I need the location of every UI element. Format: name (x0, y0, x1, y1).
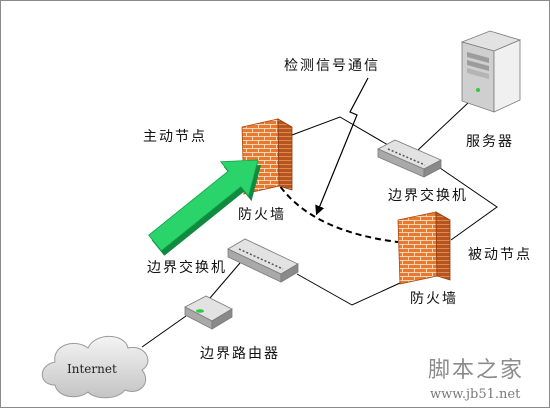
server-icon (460, 30, 522, 113)
switch-top-label: 边界交换机 (388, 187, 468, 204)
switch-top-icon (377, 139, 442, 178)
internet-label: Internet (67, 362, 117, 376)
firewall-passive-icon (397, 211, 451, 285)
cloud-icon (41, 335, 149, 399)
server-label: 服务器 (466, 134, 514, 150)
link-router-switch-bottom (209, 262, 241, 299)
watermark-name: 脚本之家 (428, 358, 524, 383)
arrow-icon (148, 159, 261, 256)
heartbeat-label: 检测信号通信 (284, 58, 380, 74)
link-firewall-active-switch-top (291, 116, 389, 146)
link-switch-top-server (417, 102, 469, 151)
active-node-label: 主动节点 (143, 129, 207, 145)
switch-bottom-label: 边界交换机 (147, 259, 227, 276)
link-firewall-passive-switch-bottom (296, 273, 401, 306)
switch-bottom-icon (227, 238, 299, 283)
firewall-active-icon (241, 118, 293, 195)
firewall-active-label: 防火墙 (238, 207, 286, 223)
link-switch-top-firewall-passive (439, 167, 498, 241)
link-router-internet (141, 315, 187, 348)
network-links (141, 102, 498, 348)
router-icon (184, 295, 233, 330)
firewall-passive-label: 防火墙 (410, 291, 458, 307)
passive-node-label: 被动节点 (468, 247, 532, 263)
watermark-url: www.jb51.net (430, 387, 521, 402)
heartbeat-pointer (315, 77, 369, 216)
router-label: 边界路由器 (200, 346, 280, 362)
